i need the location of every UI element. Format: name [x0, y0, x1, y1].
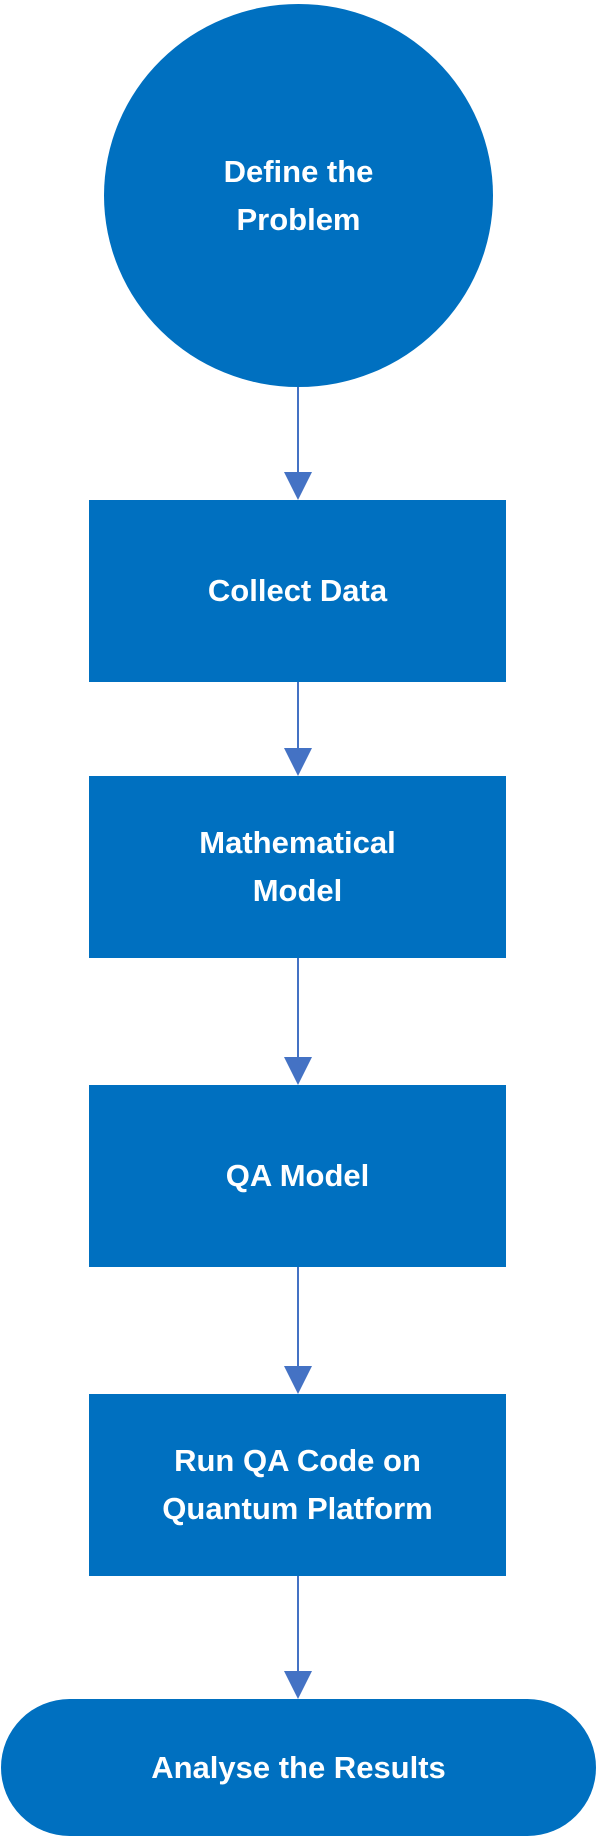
step-label-line: Quantum Platform — [162, 1491, 433, 1526]
step-collect-data: Collect Data — [89, 500, 506, 682]
step-label-line: Run QA Code on — [174, 1443, 421, 1478]
arrowhead-1 — [284, 472, 312, 500]
step-label: Mathematical Model — [199, 819, 395, 915]
step-label-line: Problem — [236, 201, 361, 237]
step-label: Analyse the Results — [151, 1744, 446, 1792]
step-label-line: Model — [252, 873, 343, 908]
arrowhead-2 — [284, 748, 312, 776]
step-analyse-results: Analyse the Results — [1, 1699, 596, 1836]
arrowhead-3 — [284, 1057, 312, 1085]
step-mathematical-model: Mathematical Model — [89, 776, 506, 958]
step-label: QA Model — [226, 1152, 370, 1200]
step-label-line: Analyse the Results — [151, 1749, 446, 1785]
arrowhead-4 — [284, 1366, 312, 1394]
arrowhead-5 — [284, 1671, 312, 1699]
step-label: Collect Data — [208, 567, 387, 615]
step-run-qa-code: Run QA Code on Quantum Platform — [89, 1394, 506, 1576]
step-label-line: QA Model — [225, 1158, 370, 1193]
step-label-line: Collect Data — [207, 573, 388, 608]
step-define-problem: Define the Problem — [104, 4, 493, 387]
step-qa-model: QA Model — [89, 1085, 506, 1267]
step-label: Run QA Code on Quantum Platform — [162, 1437, 432, 1533]
step-label-line: Mathematical — [199, 825, 396, 860]
step-label: Define the Problem — [224, 148, 374, 244]
step-label-line: Define the — [223, 153, 374, 189]
